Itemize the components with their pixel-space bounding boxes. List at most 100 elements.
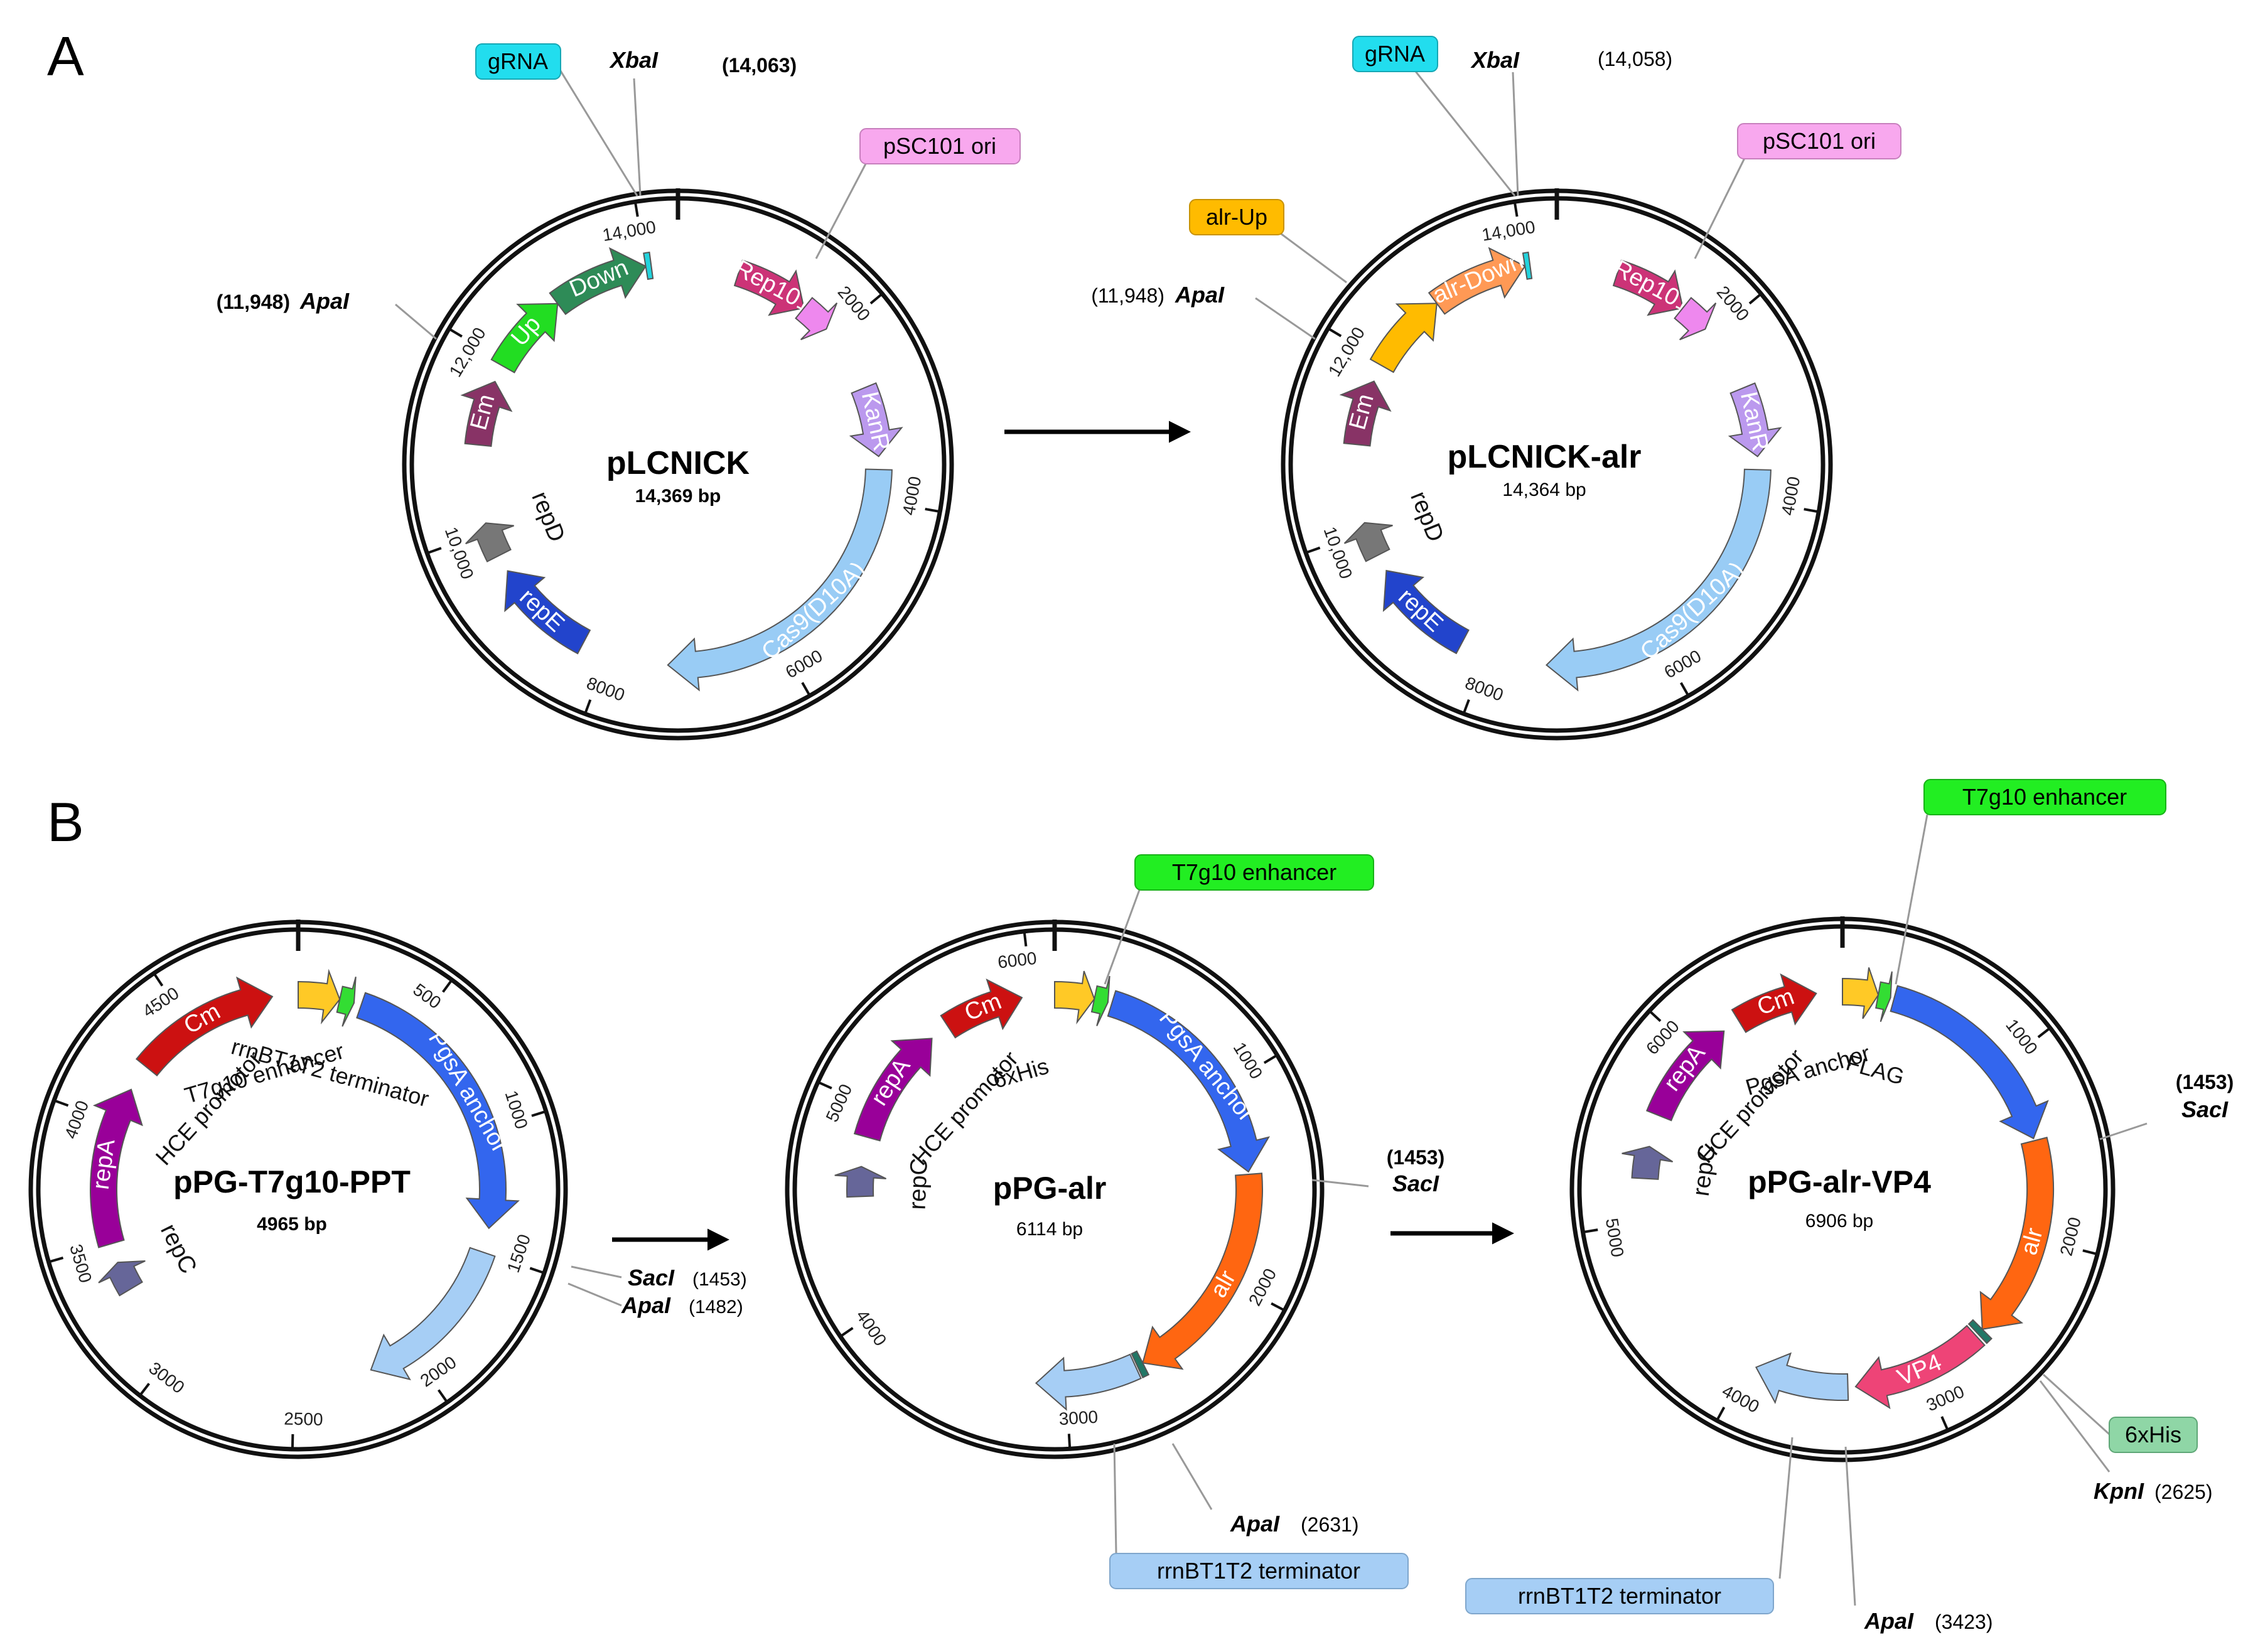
tick-mark: [1679, 682, 1689, 695]
svg-text:(1453): (1453): [1387, 1146, 1445, 1169]
callout-pSC101-ori: pSC101 ori: [815, 128, 1021, 259]
plasmid-name: pPG-T7g10-PPT: [173, 1164, 411, 1199]
svg-text:XbaI: XbaI: [609, 47, 659, 73]
tick-mark: [1716, 1407, 1726, 1420]
feature-repa: [1645, 1030, 1725, 1122]
svg-text:rrnBT1T2 terminator: rrnBT1T2 terminator: [1518, 1583, 1721, 1609]
tick-label: 1000: [502, 1088, 532, 1132]
callout-XbaI: XbaI: [609, 47, 659, 196]
plasmid-map-pPG-T7g10-PPT: 50010001500200025003000350040004500PgsA …: [28, 920, 747, 1459]
feature-rep101: [1612, 259, 1684, 316]
tick-label: 4000: [1719, 1381, 1763, 1417]
feature-segment-4: [795, 296, 838, 341]
plasmid-name: pLCNICK: [606, 445, 750, 481]
tick-label: 1000: [2002, 1016, 2041, 1058]
tick-label: 2000: [2057, 1215, 2085, 1258]
svg-text:(11,948): (11,948): [1091, 284, 1164, 307]
callout-gRNA: gRNA: [1352, 36, 1516, 196]
tick-mark: [634, 203, 639, 217]
feature-pgsa-anchor: [356, 992, 520, 1230]
feature-repc: [98, 1260, 146, 1297]
tick-label: 10,000: [1320, 524, 1357, 581]
feature-kanr: [849, 382, 903, 458]
svg-text:6xHis: 6xHis: [2125, 1422, 2181, 1447]
tick-mark: [1023, 932, 1028, 947]
feature-repd: [465, 522, 514, 563]
tick-mark: [153, 973, 164, 987]
tick-mark: [2037, 1027, 2050, 1039]
plasmid-size: 6114 bp: [1016, 1219, 1083, 1240]
svg-text:XbaI: XbaI: [1470, 47, 1520, 73]
plasmid-name: pPG-alr-VP4: [1748, 1164, 1931, 1199]
feature-em: [1339, 380, 1392, 447]
tick-mark: [925, 507, 939, 513]
tick-mark: [818, 1081, 832, 1090]
callout-XbaI-position: (14,058): [1598, 48, 1672, 70]
feature-repc: [834, 1166, 886, 1198]
svg-text:alr-Up: alr-Up: [1206, 204, 1267, 230]
tick-mark: [1649, 1011, 1662, 1022]
tick-label: 1500: [503, 1231, 534, 1275]
feature-segment-0: [1054, 970, 1095, 1025]
svg-text:gRNA: gRNA: [1365, 41, 1425, 67]
feature-label: repD: [526, 488, 570, 545]
tick-label: 5000: [822, 1081, 856, 1125]
svg-text:T7g10 enhancer: T7g10 enhancer: [1172, 859, 1336, 885]
tick-mark: [1463, 699, 1470, 713]
feature-repe: [1382, 569, 1470, 655]
svg-text:SacI: SacI: [2181, 1097, 2229, 1122]
feature-label: repC: [155, 1220, 202, 1277]
feature-rep101: [733, 259, 805, 316]
plasmid-size: 4965 bp: [257, 1214, 327, 1235]
tick-label: 500: [409, 980, 444, 1013]
feature-segment-4: [1674, 297, 1717, 341]
feature-repa: [90, 1088, 143, 1248]
tick-mark: [1940, 1416, 1949, 1430]
feature-cm: [940, 979, 1023, 1039]
tick-mark: [449, 328, 463, 338]
callout-alr-Up: alr-Up: [1189, 199, 1347, 284]
feature-segment-4: [1967, 1319, 1993, 1344]
feature-label: repC: [905, 1157, 933, 1210]
tick-mark: [841, 1327, 854, 1337]
callout-pSC101-ori: pSC101 ori: [1694, 123, 1901, 259]
feature-segment-0: [1369, 303, 1438, 373]
tick-label: 12,000: [1325, 324, 1369, 380]
callout-ApaI: ApaI (1482): [567, 1282, 743, 1318]
svg-text:ApaI: ApaI: [1175, 282, 1225, 308]
tick-mark: [55, 1100, 69, 1107]
tick-label: 3500: [66, 1242, 95, 1285]
tick-label: 3000: [145, 1358, 188, 1398]
callout-ApaI: ApaI (3423): [1844, 1446, 1993, 1634]
feature-vp4: [1854, 1324, 1986, 1410]
tick-label: 2000: [1245, 1265, 1280, 1309]
tick-mark: [529, 1267, 544, 1274]
tick-label: 6000: [1642, 1016, 1683, 1058]
tick-label: 4000: [899, 475, 925, 517]
plasmid-size: 14,369 bp: [635, 486, 721, 507]
feature-em: [460, 380, 513, 447]
svg-text:pSC101 ori: pSC101 ori: [1763, 128, 1876, 154]
feature-segment-4: [1131, 1350, 1150, 1379]
tick-label: 4000: [852, 1306, 891, 1349]
feature-segment-0: [1842, 967, 1880, 1019]
callout-6xHis: 6xHis: [2042, 1373, 2198, 1453]
tick-label: 14,000: [1480, 217, 1536, 245]
tick-mark: [1804, 508, 1818, 513]
feature-cm: [1731, 973, 1817, 1033]
tick-mark: [1584, 1228, 1598, 1233]
tick-label: 12,000: [445, 324, 489, 380]
feature-segment-5: [1035, 1353, 1142, 1411]
feature-alr: [1142, 1172, 1263, 1370]
tick-label: 2000: [834, 282, 874, 325]
svg-text:(1453): (1453): [2176, 1071, 2234, 1093]
inner-feature-label: FLAG: [1843, 1049, 1907, 1090]
feature-cm: [135, 976, 274, 1076]
feature-segment-6: [1755, 1352, 1849, 1405]
svg-text:gRNA: gRNA: [488, 48, 548, 74]
tick-label: 1000: [1230, 1039, 1267, 1082]
tick-mark: [437, 1389, 448, 1402]
